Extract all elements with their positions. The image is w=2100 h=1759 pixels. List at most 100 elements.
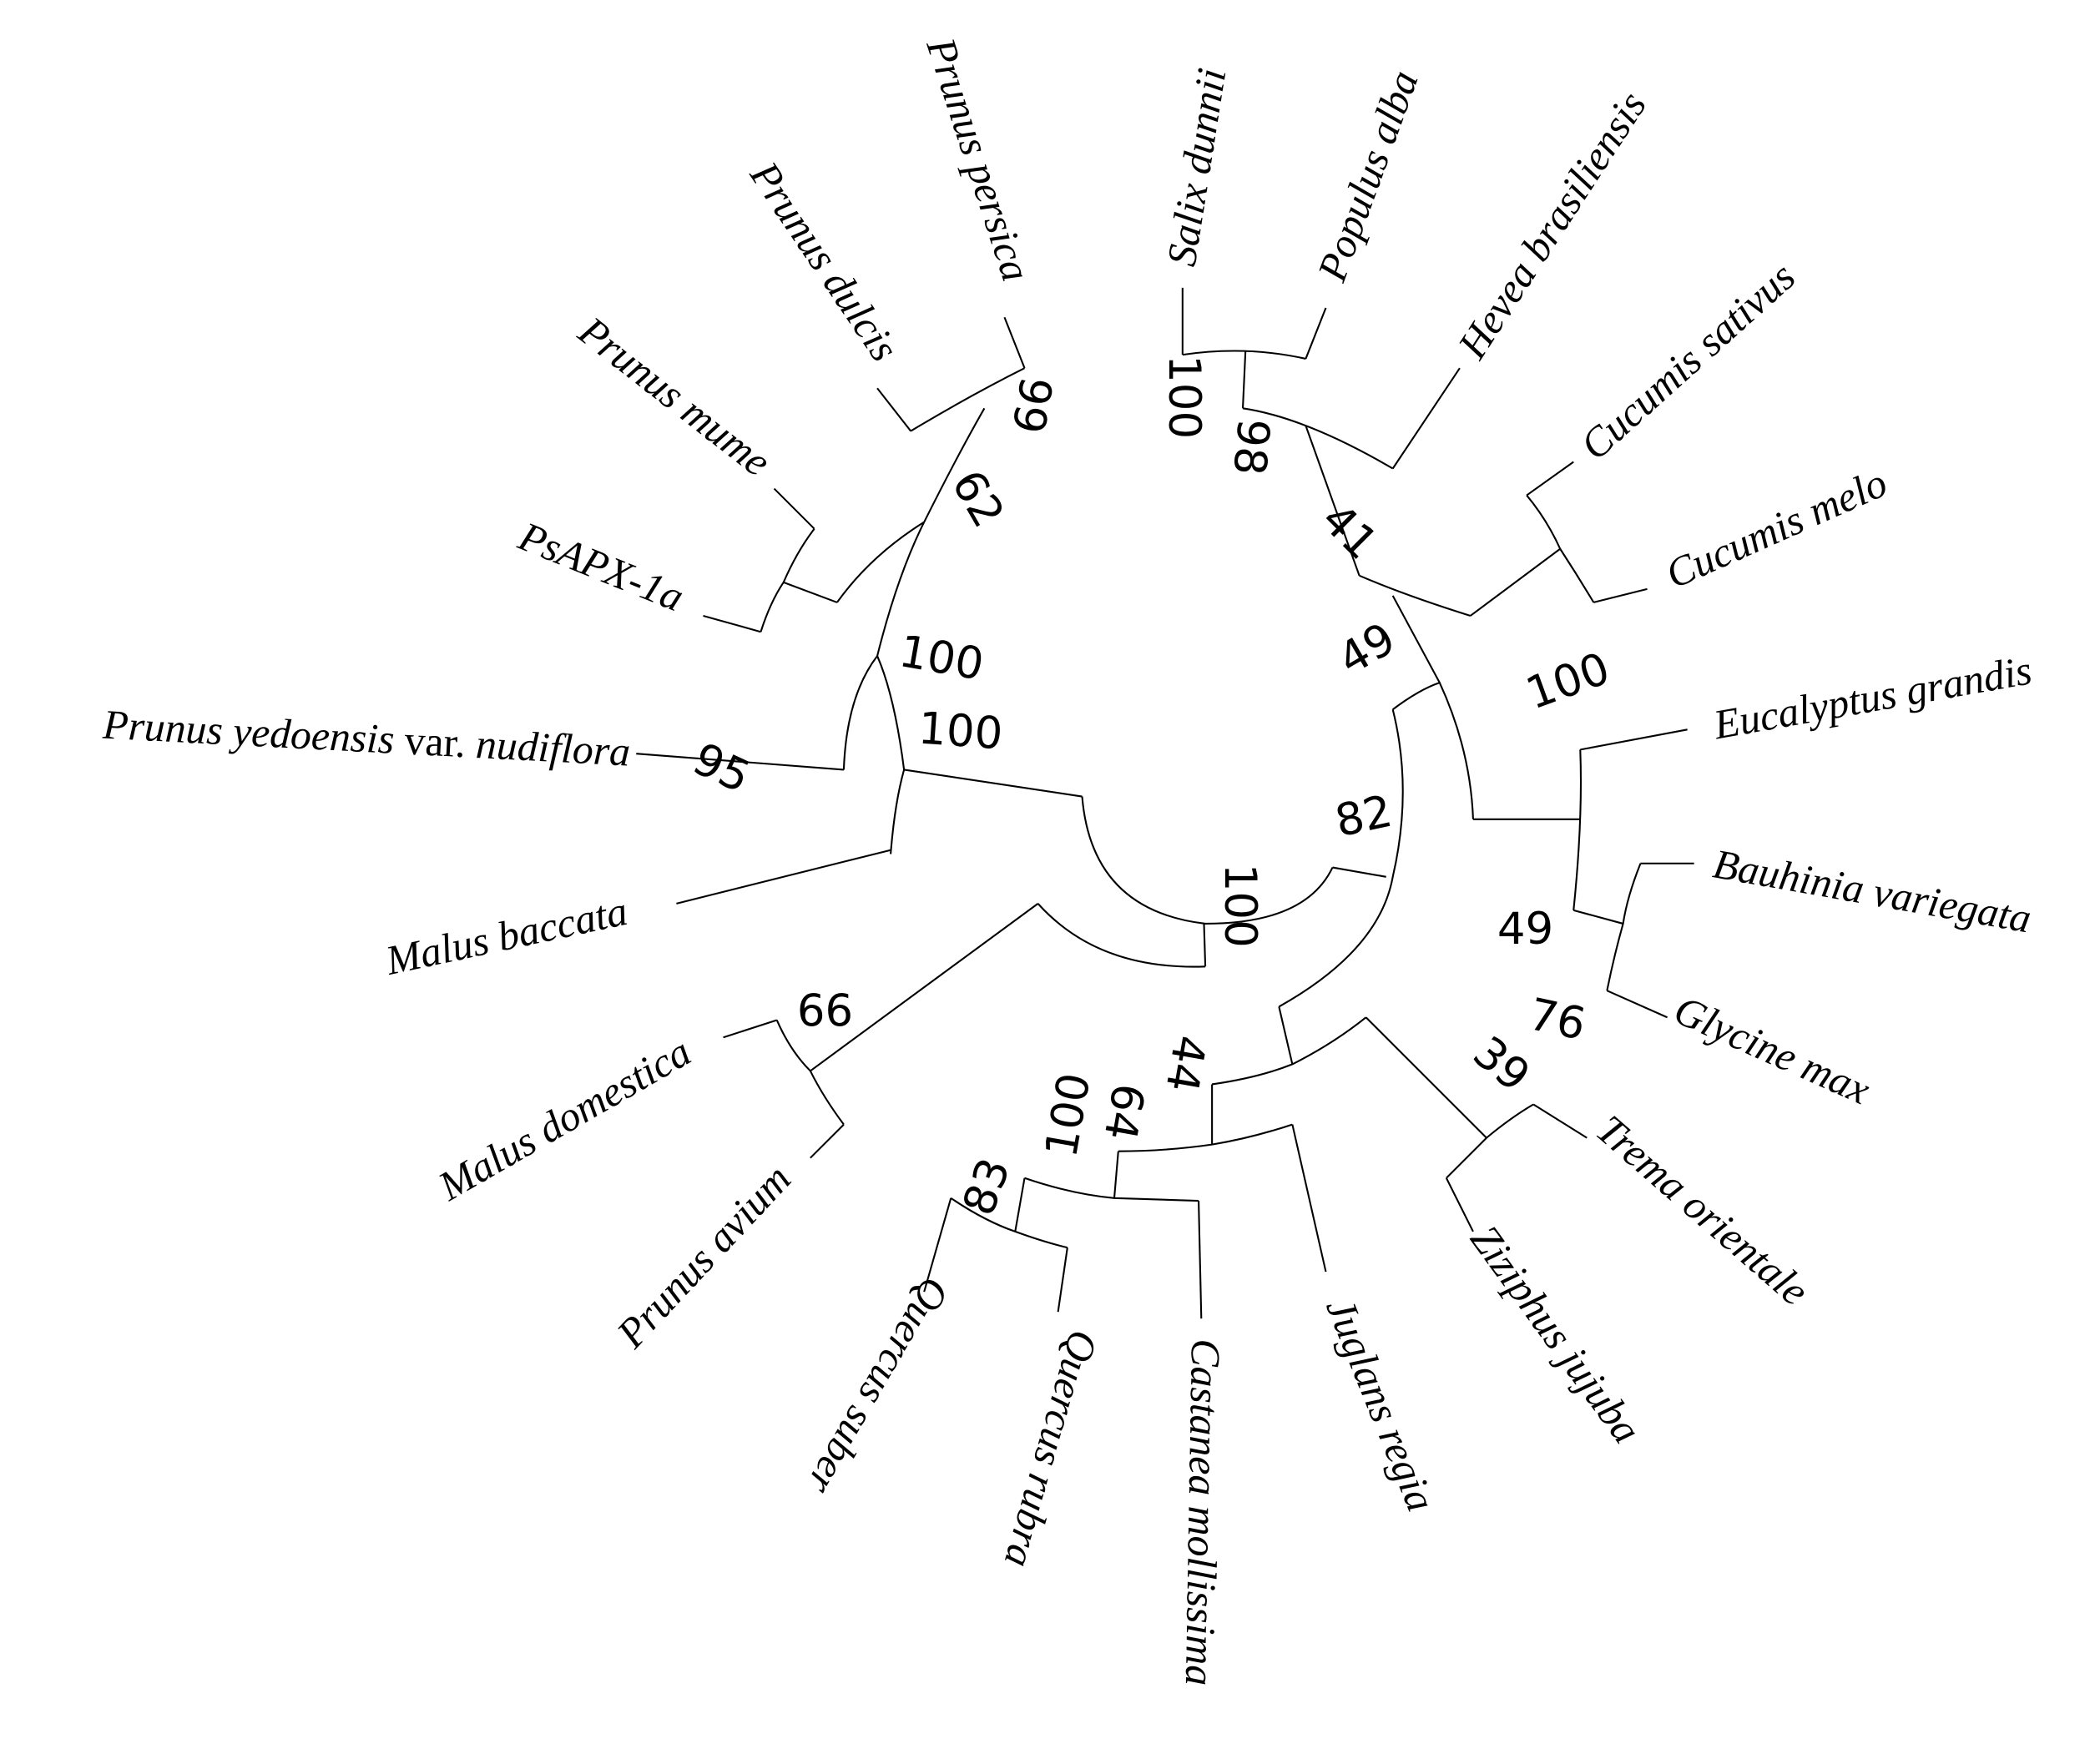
branch-persica <box>1003 316 1026 369</box>
bootstrap-99-malus: 99 <box>797 982 853 1033</box>
leaf-glycine-max: Glycine max <box>1668 986 1877 1113</box>
branch-cucumis-sativus <box>1526 461 1574 496</box>
leaf-malus-domestica: Malus domestica <box>430 1028 698 1209</box>
branch-100b-arc <box>876 655 906 854</box>
branch-hevea <box>1391 367 1461 470</box>
leaf-juglans-regia: Juglans regia <box>1317 1292 1444 1518</box>
leaf-trema-orientale: Trema orientale <box>1588 1106 1817 1315</box>
branch-bottom-stem <box>1278 1006 1294 1065</box>
leaf-quercus-suber: Quercus suber <box>798 1270 959 1503</box>
branch-quercus-rubra <box>1057 1247 1068 1313</box>
branch-99-arc <box>910 367 1025 432</box>
leaf-prunus-avium: Prunus avium <box>608 1156 800 1357</box>
branch-root-inner <box>1081 796 1334 925</box>
branch-62-arc <box>836 407 986 603</box>
branch-left-stem <box>903 769 1083 798</box>
leaf-quercus-rubra: Quercus rubra <box>996 1325 1107 1572</box>
leaf-yedoensis-variety: nudiflora <box>475 721 632 775</box>
branch-quercus-arc <box>950 1197 1068 1249</box>
branch-malus-stem <box>810 903 1039 1072</box>
branch-76-arc <box>1606 863 1642 991</box>
branch-quercus-suber <box>923 1197 952 1293</box>
branch-98-arc <box>1242 407 1394 470</box>
leaf-castanea-mollissima: Castanea mollissima <box>1177 1338 1229 1686</box>
branch-eucalyptus <box>1580 728 1688 751</box>
leaf-salix-dunnii: Salix dunnii <box>1159 65 1235 270</box>
bootstrap-83: 83 <box>953 1152 1020 1222</box>
branch-malus-baccata <box>676 849 891 905</box>
branch-populus <box>1305 307 1327 360</box>
leaf-cucumis-melo: Cucumis melo <box>1659 460 1894 597</box>
branch-41-stem <box>1391 595 1441 683</box>
branch-mume-arc <box>760 528 815 633</box>
leaf-psapx-1a: PsAPX-1a <box>512 512 690 620</box>
branch-44-arc <box>1211 1016 1367 1086</box>
branch-eucalyptus-arc <box>1572 749 1583 911</box>
bootstrap-100-cucumis: 100 <box>1520 643 1617 720</box>
bootstrap-41: 41 <box>1311 494 1387 570</box>
bootstrap-100-a: 100 <box>896 626 987 691</box>
branch-juglans <box>1291 1124 1327 1273</box>
branch-100-stem <box>1241 350 1247 409</box>
bootstrap-95: 95 <box>685 733 758 804</box>
branch-trema <box>1532 1103 1588 1139</box>
branch-cucumis-arc <box>1526 494 1595 603</box>
leaf-labels: Prunus persica Prunus dulcis Prunus mume… <box>101 32 2035 1686</box>
branch-62-stem <box>783 581 838 603</box>
branch-39-arc <box>1446 1103 1534 1179</box>
bootstrap-49-lower: 49 <box>1497 904 1553 955</box>
leaf-eucalyptus-grandis: Eucalyptus grandis <box>1709 647 2035 748</box>
leaf-prunus-mume: Prunus mume <box>570 307 780 485</box>
bootstrap-62: 62 <box>941 462 1014 537</box>
branch-yedoensis <box>636 753 845 771</box>
branch-ziziphus <box>1445 1177 1474 1232</box>
branch-44b-arc <box>1118 1123 1293 1152</box>
branch-malus-arc <box>775 1020 845 1126</box>
leaf-prunus-dulcis: Prunus dulcis <box>741 153 908 369</box>
leaf-bauhinia-variegata: Bauhinia variegata <box>1710 840 2035 941</box>
branch-dulcis <box>876 387 911 432</box>
leaf-hevea-brasiliensis: Hevea brasiliensis <box>1449 83 1655 367</box>
branch-64-stem <box>1113 1151 1119 1198</box>
branch-98-stem <box>1305 425 1360 577</box>
branch-psapx <box>703 614 761 633</box>
leaf-yedoensis-species: Prunus yedoensis <box>101 702 396 763</box>
branch-cucumis-melo <box>1593 587 1648 603</box>
leaf-prunus-persica: Prunus persica <box>917 32 1039 287</box>
branch-prunus-avium <box>810 1123 845 1159</box>
branch-82-stem <box>1332 866 1386 878</box>
bootstrap-100-root: 100 <box>1214 864 1265 948</box>
leaf-yedoensis-var: var. <box>393 717 477 767</box>
leaf-populus-alba: Populus alba <box>1309 64 1427 288</box>
bootstrap-49-upper: 49 <box>1330 613 1404 686</box>
branch-82-arc <box>1278 709 1404 1008</box>
branch-41-arc <box>1359 574 1472 617</box>
branch-49b-stem <box>1572 909 1623 925</box>
branch-glycine <box>1606 990 1668 1019</box>
branch-root-outer <box>1037 903 1206 968</box>
branch-malus-domestica <box>723 1019 778 1039</box>
bootstrap-64: 64 <box>1094 1080 1154 1144</box>
leaf-cucumis-sativus: Cucumis sativus <box>1572 254 1804 469</box>
bootstrap-82: 82 <box>1331 786 1397 848</box>
bootstrap-99-persica-dulcis: 99 <box>1002 373 1062 437</box>
branch-root-stem <box>1203 923 1207 967</box>
branch-100a-arc <box>842 522 926 770</box>
leaf-ziziphus-jujuba: Ziziphus jujuba <box>1461 1217 1650 1452</box>
branch-cucumis-stem <box>1470 547 1561 617</box>
branch-castanea <box>1198 1200 1203 1319</box>
branch-trema-stem <box>1365 1016 1487 1139</box>
bootstrap-98: 98 <box>1223 416 1279 476</box>
bootstrap-100-quercus: 100 <box>1036 1069 1101 1161</box>
branch-49-arc <box>1392 681 1474 819</box>
bootstrap-76: 76 <box>1524 989 1590 1051</box>
branch-mume <box>773 487 815 530</box>
leaf-prunus-yedoensis: Prunus yedoensis var. nudiflora <box>101 702 632 775</box>
branch-64-arc <box>1024 1177 1199 1202</box>
bootstrap-44: 44 <box>1155 1031 1215 1096</box>
leaf-malus-baccata: Malus baccata <box>381 888 631 984</box>
branch-quercus-stem <box>1014 1177 1026 1232</box>
bootstrap-100-salix-populus: 100 <box>1159 355 1209 439</box>
